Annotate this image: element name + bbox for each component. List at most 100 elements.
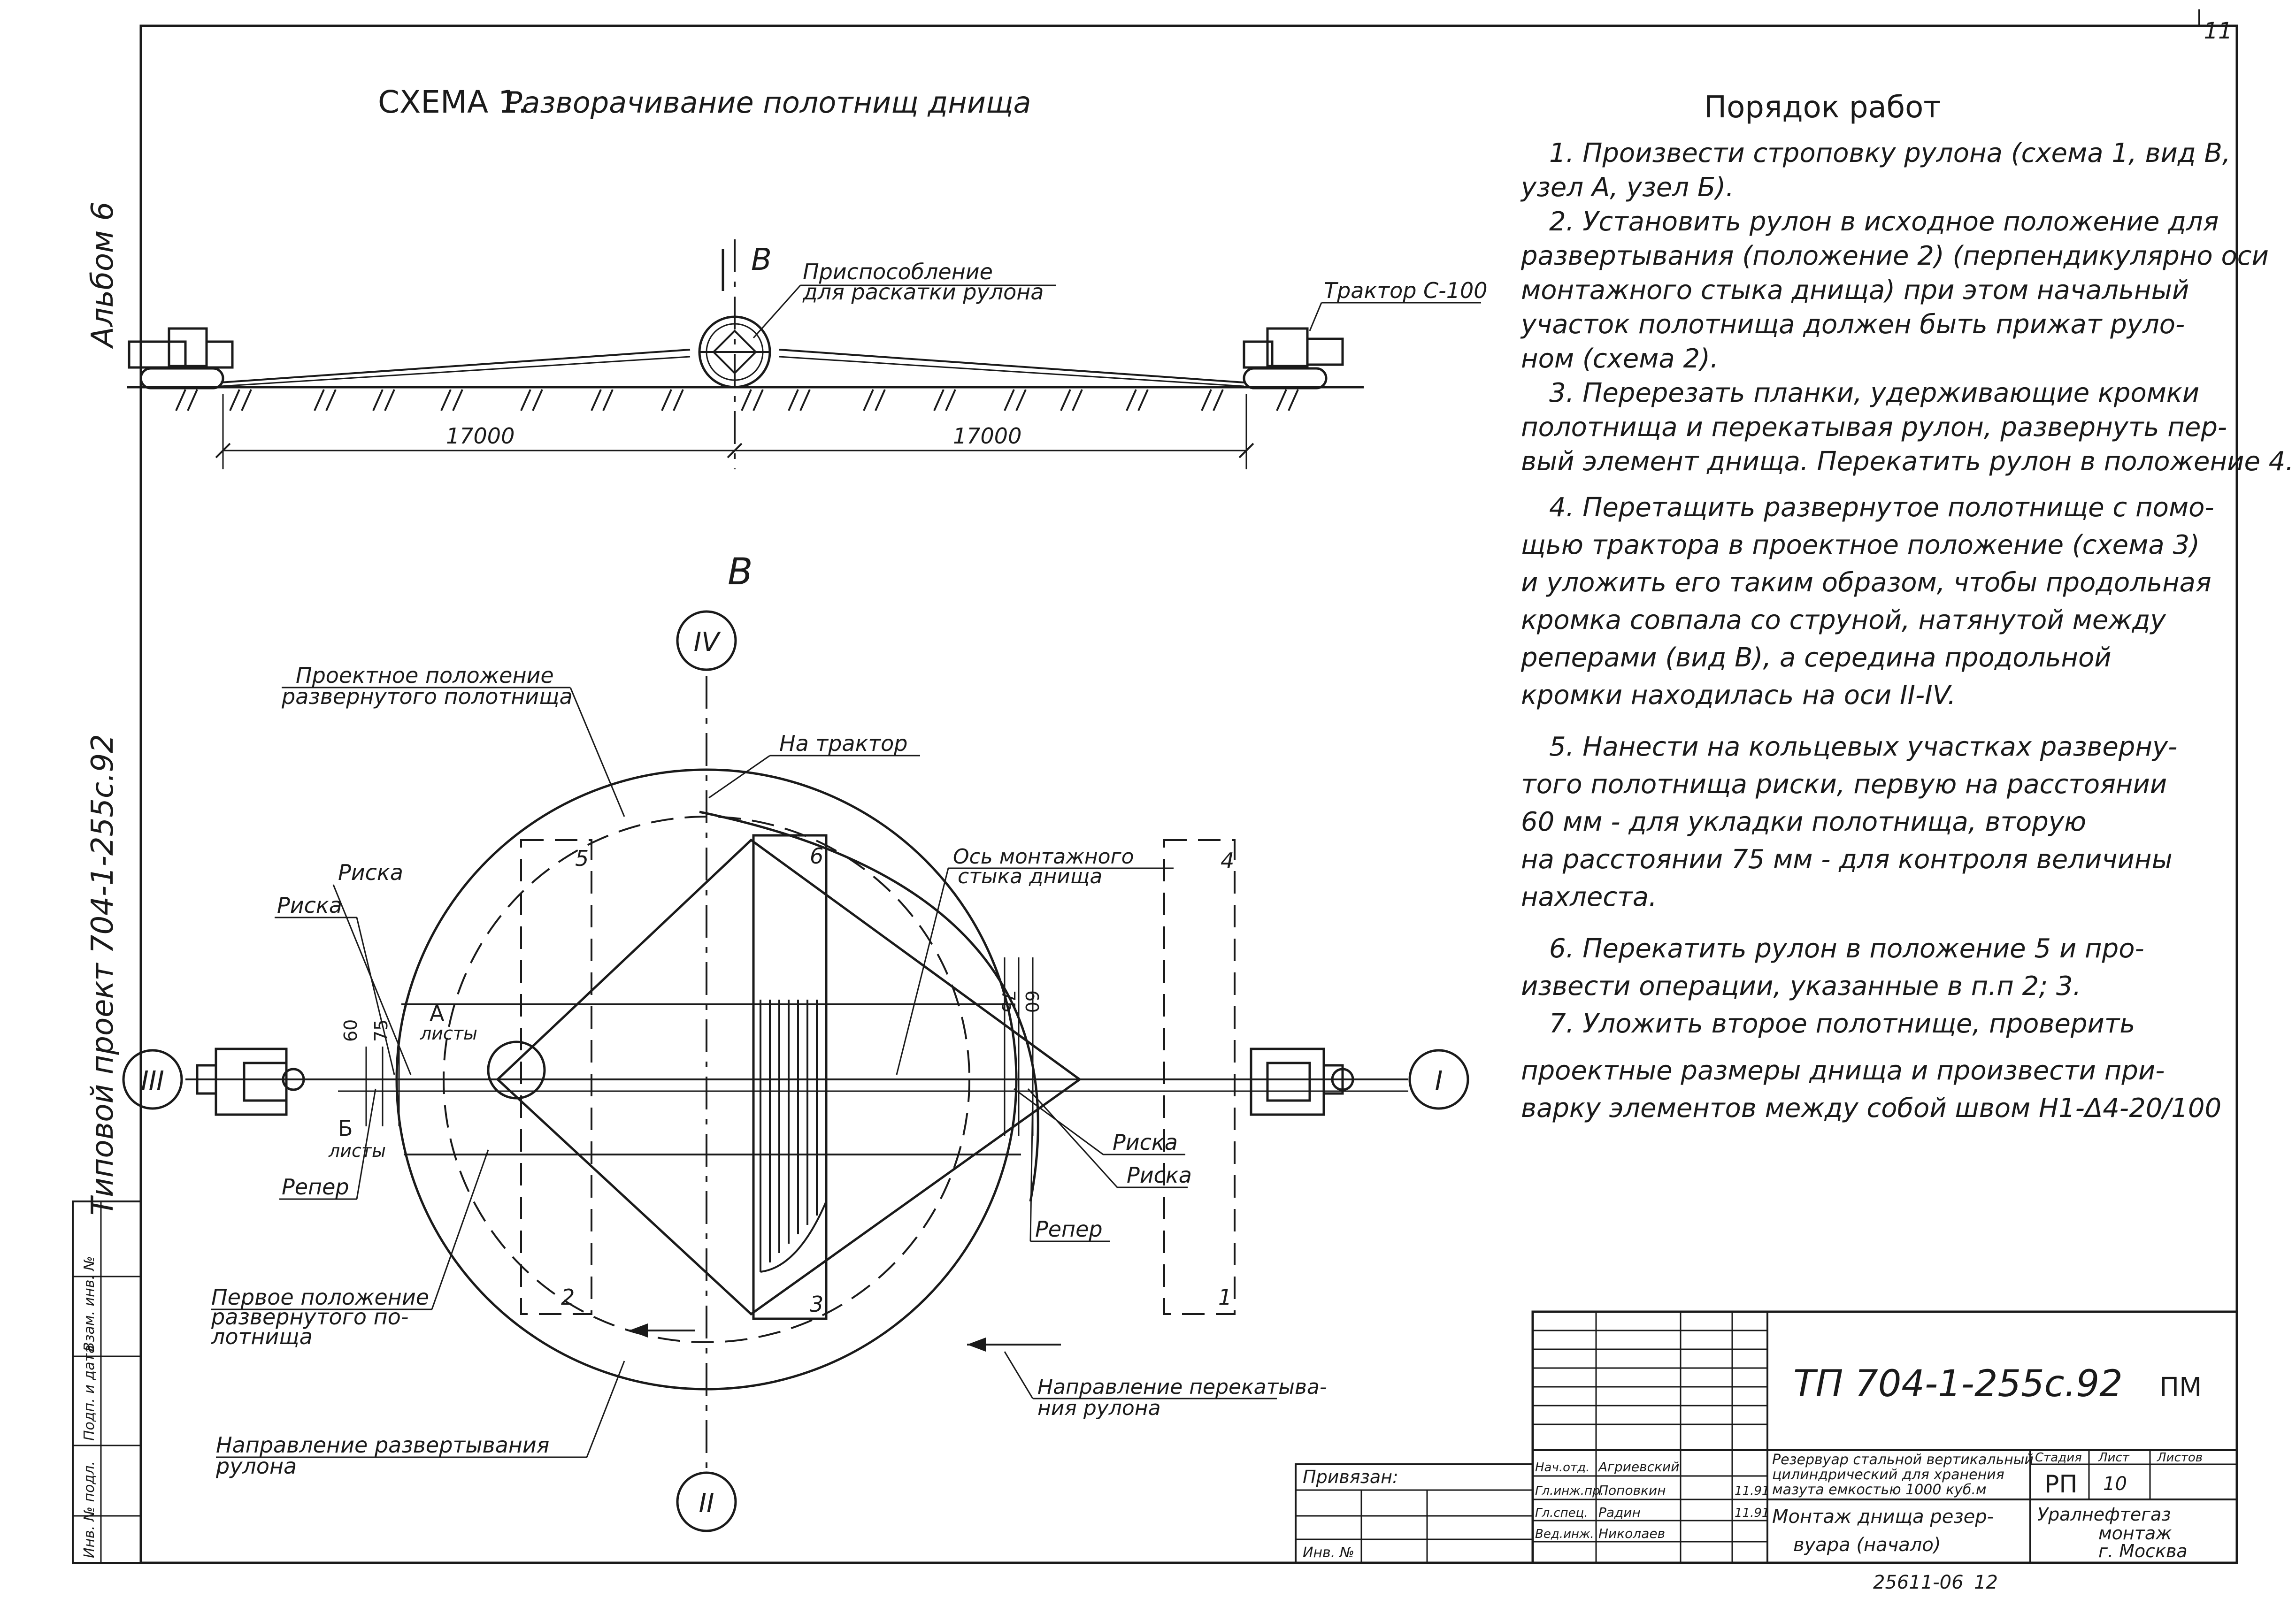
pos-label-6: 6 (810, 843, 823, 869)
tractor-leader-2 (1309, 302, 1322, 331)
pos-label-5: 5 (575, 846, 589, 871)
to-tractor-leader (708, 755, 770, 799)
dims-left-60-75 (365, 1047, 400, 1126)
works-line: полотнища и перекатывая рулон, развернут… (1521, 412, 2227, 443)
riska-label-left-2: Риска (277, 893, 342, 918)
reper-right-leader (1029, 1093, 1034, 1242)
works-line: извести операции, указанные в п.п 2; 3. (1521, 971, 2081, 1002)
roll-direction-leader (1004, 1351, 1034, 1399)
works-line: проектные размеры днища и произвести при… (1521, 1055, 2165, 1086)
tractor-label: Трактор С-100 (1324, 278, 1488, 303)
first-position-label-1: Первое положение (211, 1285, 429, 1310)
node-b-label: Б (338, 1116, 353, 1141)
roll-direction-label-1: Направление перекатыва- (1037, 1375, 1327, 1399)
stamp-sheet-header: Лист (2098, 1451, 2130, 1465)
axis-bubble-I: I (1408, 1049, 1469, 1110)
roll-position-5 (520, 839, 592, 1315)
mount-axis-label-1: Ось монтажного (953, 845, 1134, 869)
works-line: монтажного стыка днища) при этом начальн… (1521, 275, 2189, 306)
dim-60-right: 60 (1021, 990, 1042, 1013)
winch-right (1250, 1048, 1354, 1116)
node-a-circle (487, 1040, 546, 1100)
svg-text:III: III (141, 1066, 164, 1096)
stamp-stage-header: Стадия (2035, 1451, 2082, 1465)
riska-label-left-1: Риска (338, 860, 403, 885)
sheet-frame (139, 24, 2238, 1564)
axis-bubble-IV: IV (676, 610, 737, 671)
stamp-name: Агриевский (1597, 1459, 1679, 1475)
svg-text:I: I (1435, 1066, 1443, 1096)
device-label-2: для раскатки рулона (802, 279, 1044, 305)
works-line: реперами (вид В), а середина продольной (1520, 642, 2112, 673)
stamp-object-2: цилиндрический для хранения (1772, 1467, 2004, 1483)
scheme-title-prefix: СХЕМА 1. (378, 84, 528, 120)
works-line: щью трактора в проектное положение (схем… (1521, 530, 2200, 560)
side-col-replace: Взам. инв. № (81, 1256, 98, 1352)
design-position-leader (569, 687, 625, 817)
works-line: 60 мм - для укладки полотнища, вторую (1521, 807, 2086, 837)
works-line: развертывания (положение 2) (перпендикул… (1520, 241, 2269, 271)
stamp-object-3: мазута емкостью 1000 куб.м (1772, 1482, 1987, 1498)
side-col-sign: Подп. и дата (81, 1345, 98, 1441)
unroll-direction-leader (586, 1361, 625, 1458)
riska-left-2-leader (356, 917, 395, 1075)
riska-label-right-1: Риска (1113, 1130, 1178, 1155)
view-mark-b: В (751, 243, 772, 277)
pos-label-4: 4 (1221, 848, 1234, 873)
winch-left (196, 1048, 305, 1116)
stamp-inv-no: Инв. № (1303, 1545, 1354, 1561)
dim-75-right: 75 (998, 990, 1019, 1013)
stamp-stage: РП (2044, 1470, 2077, 1499)
stamp-sheets-header: Листов (2157, 1451, 2203, 1465)
stamp-drawing-title-1: Монтаж днища резер- (1772, 1506, 1994, 1528)
works-line: кромка совпала со струной, натянутой меж… (1521, 605, 2166, 635)
unroll-direction-label-1: Направление развертывания (216, 1432, 549, 1458)
side-project-label: Типовой проект 704-1-255с.92 (85, 734, 120, 1216)
works-line: того полотнища риски, первую на расстоян… (1521, 769, 2167, 800)
roll-position-6 (752, 834, 828, 1320)
works-line: 4. Перетащить развернутое полотнище с по… (1549, 492, 2214, 523)
node-a-label: А (430, 1001, 445, 1026)
roll-arrowhead (967, 1338, 986, 1352)
dim-left: 17000 (446, 423, 514, 449)
works-line: ном (схема 2). (1521, 344, 1719, 374)
works-line: 2. Установить рулон в исходное положение… (1549, 206, 2219, 237)
device-leader-2 (753, 285, 801, 338)
works-line: 1. Произвести строповку рулона (схема 1,… (1549, 138, 2231, 168)
stamp-mark: ПМ (2159, 1372, 2202, 1403)
node-b-sheets: листы (328, 1140, 386, 1161)
scheme-title: Разворачивание полотнищ днища (505, 85, 1031, 120)
stamp-org-1: Уралнефтегаз (2037, 1504, 2171, 1525)
unroll-arrowhead (629, 1323, 648, 1338)
stamp-attached: Привязан: (1303, 1467, 1398, 1487)
roll-position-1 (1163, 839, 1236, 1315)
dim-75-left: 75 (371, 1019, 392, 1042)
stamp-name: Поповкин (1598, 1483, 1666, 1498)
works-line: на расстоянии 75 мм - для контроля велич… (1521, 844, 2173, 875)
pos-label-2: 2 (561, 1285, 575, 1310)
to-tractor-label: На трактор (779, 731, 908, 756)
stamp-org-3: г. Москва (2098, 1541, 2188, 1561)
cable-left (220, 349, 691, 383)
stamp-role: Нач.отд. (1535, 1460, 1590, 1475)
side-col-inv: Инв. № подл. (81, 1461, 98, 1558)
works-line: варку элементов между собой швом Н1-Δ4-2… (1521, 1093, 2221, 1124)
dimension-17000 (215, 394, 1254, 469)
stamp-org-2: монтаж (2098, 1523, 2172, 1544)
design-sheet-diamond (496, 838, 1082, 1316)
archive-number: 25611-06 (1873, 1572, 1964, 1593)
pos-label-3: 3 (810, 1292, 823, 1317)
first-position-label-2: развернутого по- (211, 1304, 408, 1330)
stamp-name: Николаев (1598, 1526, 1665, 1541)
works-line: узел А, узел Б). (1520, 172, 1734, 203)
reper-label-right: Репер (1035, 1216, 1103, 1242)
stamp-drawing-title-2: вуара (начало) (1793, 1534, 1941, 1556)
works-line: участок полотнища должен быть прижат рул… (1520, 309, 2185, 340)
axis-bubble-II: II (676, 1471, 737, 1532)
side-approval-table: Инв. № подл. Подп. и дата Взам. инв. № (72, 1200, 142, 1564)
stamp-object-1: Резервуар стальной вертикальный (1772, 1452, 2034, 1468)
stamp-date: 11.91 (1735, 1506, 1769, 1520)
album-label: Альбом 6 (85, 202, 120, 349)
